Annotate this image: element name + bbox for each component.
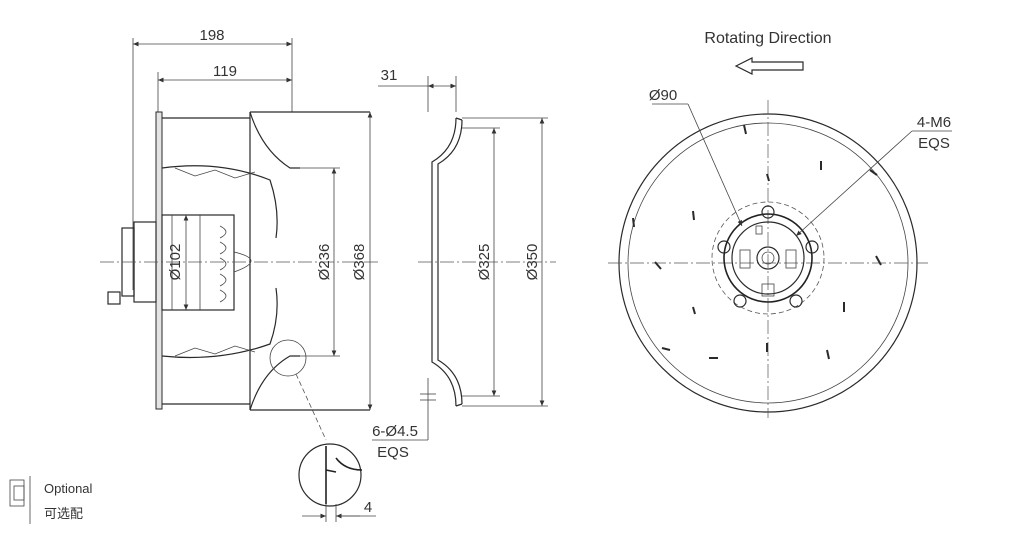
detail-circle [298, 443, 362, 507]
dim-text-d102: Ø102 [167, 244, 184, 281]
detail-marker-circle [269, 339, 307, 377]
legend-optional-en: Optional [44, 481, 93, 496]
dim-text-holes-eqs: EQS [377, 444, 409, 461]
dimension-d102: Ø102 [167, 215, 189, 310]
dim-text-d325: Ø325 [476, 244, 493, 281]
optional-legend: Optional 可选配 [9, 476, 93, 524]
impeller-side [161, 111, 370, 411]
dim-text-4: 4 [364, 499, 372, 516]
bolt-hole-right [805, 240, 819, 254]
dimension-threads: 4-M6 EQS [795, 114, 952, 237]
hub [711, 201, 825, 315]
dim-text-31: 31 [381, 67, 398, 84]
dim-text-holes: 6-Ø4.5 [372, 423, 418, 440]
side-view: 198 119 [100, 27, 378, 441]
dimension-31: 31 [378, 67, 457, 112]
cable-gland [107, 291, 121, 305]
dim-text-d350: Ø350 [524, 244, 541, 281]
optional-part-icon [9, 476, 31, 524]
back-plate [155, 111, 163, 410]
dimension-d368: Ø368 [351, 112, 373, 410]
legend-optional-cn: 可选配 [44, 506, 83, 521]
bolt-hole-top [761, 205, 775, 219]
dimension-d236: Ø236 [300, 167, 340, 357]
dim-text-d236: Ø236 [316, 244, 333, 281]
dim-text-d368: Ø368 [351, 244, 368, 281]
detail-view: 4 [298, 443, 376, 522]
rotation-arrow-icon [734, 57, 804, 75]
dim-text-threads-eqs: EQS [918, 135, 950, 152]
dimension-d350: Ø350 [462, 117, 548, 407]
front-view: Rotating Direction [608, 30, 952, 418]
dimension-holes: 6-Ø4.5 EQS [372, 378, 436, 461]
dimension-119: 119 [157, 63, 292, 115]
inlet-ring-view: 31 Ø325 Ø350 6-Ø4.5 EQS [372, 67, 556, 461]
bolt-hole-left [717, 240, 731, 254]
dim-text-198: 198 [199, 27, 224, 44]
dim-text-d90: Ø90 [649, 87, 677, 104]
blade-marks [632, 124, 882, 360]
dimension-d90: Ø90 [649, 87, 743, 227]
dim-text-threads: 4-M6 [917, 114, 951, 131]
dim-text-119: 119 [213, 63, 237, 80]
rotation-label: Rotating Direction [704, 30, 831, 47]
bolt-hole-bottom-left [733, 294, 747, 308]
dimension-d325: Ø325 [462, 127, 500, 397]
bolt-hole-bottom-right [789, 294, 803, 308]
dimension-198: 198 [132, 27, 293, 290]
dimension-4: 4 [302, 499, 376, 522]
